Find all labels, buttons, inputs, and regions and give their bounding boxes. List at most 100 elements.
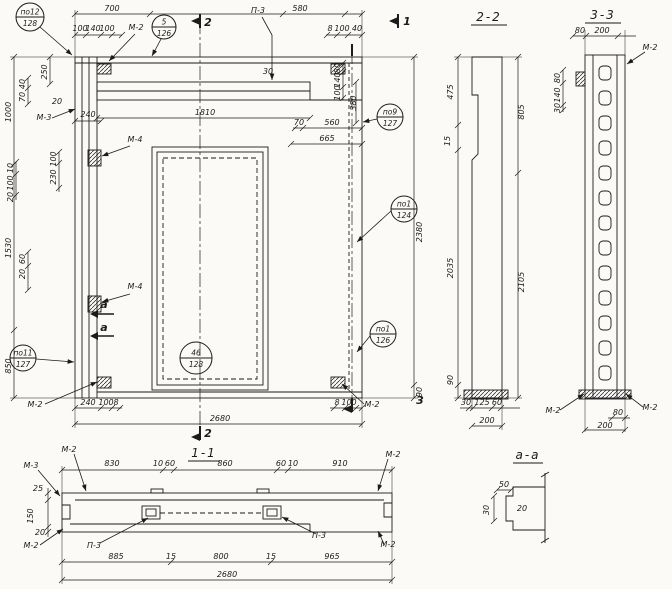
dim-label-main_view: 240 xyxy=(80,110,95,119)
section-3-3-view xyxy=(559,30,646,434)
dim-label-section_2_2: 475 xyxy=(446,84,455,99)
hollow-core xyxy=(598,365,612,381)
dim-label-section_1_1: 885 xyxy=(108,552,123,561)
dim-label-main_view: 80 xyxy=(333,63,342,73)
section-1-1-view xyxy=(37,453,396,584)
hollow-core xyxy=(598,190,612,206)
dim-label-section_3_3: M-2 xyxy=(546,406,561,415)
dim-label-main_view: 100 xyxy=(333,85,342,100)
dim-label-main_view: 1810 xyxy=(195,108,215,117)
dim-label-detail_a_a: 30 xyxy=(482,505,491,515)
dim-label-main_view: 240 xyxy=(80,398,95,407)
anchor-plate-m2-bottom-left xyxy=(96,376,112,389)
dim-label-main_view: 850 xyxy=(4,358,13,373)
dim-label-main_view: 1530 xyxy=(4,238,13,258)
section-mark-main_view: 2 xyxy=(204,16,212,29)
dim-label-section_1_1: 910 xyxy=(332,459,347,468)
dim-label-section_2_2: 90 xyxy=(446,375,455,385)
anchor-plate-m2-top-right xyxy=(330,63,346,75)
hollow-core xyxy=(598,65,612,81)
dim-label-section_1_1: 60 xyxy=(276,459,286,468)
dimension-lines-main xyxy=(10,10,418,428)
dim-label-main_view: 100 xyxy=(49,151,58,166)
dim-label-section_3_3: 200 xyxy=(597,421,612,430)
view-title-detail_a_a: a-a xyxy=(515,448,540,462)
view-title-section_2_2: 2-2 xyxy=(476,10,502,24)
dim-label-section_1_1: 10 xyxy=(288,459,298,468)
callout-bottom-text: 126 xyxy=(376,336,391,345)
lintel-beam xyxy=(96,81,362,101)
section-cut-lines xyxy=(90,14,399,441)
dim-label-section_1_1: 830 xyxy=(104,459,119,468)
dim-label-main_view: 230 xyxy=(49,169,58,184)
callout-bottom-text: 127 xyxy=(383,119,398,128)
dim-label-section_2_2: 2035 xyxy=(446,258,455,278)
anchor-plate-3-3 xyxy=(575,71,586,87)
hollow-core xyxy=(598,240,612,256)
callout-bottom-text: 128 xyxy=(189,360,204,369)
dim-label-main_view: 100 xyxy=(98,398,113,407)
dim-label-section_1_1: 10 xyxy=(153,459,163,468)
section-2-2-profile xyxy=(471,56,503,399)
dim-label-section_1_1: M-2 xyxy=(24,541,39,550)
dim-label-section_1_1: 60 xyxy=(165,459,175,468)
anchor-plate-m4-upper xyxy=(87,149,102,167)
dim-label-section_1_1: 800 xyxy=(213,552,228,561)
dim-label-main_view: 20 xyxy=(52,97,62,106)
leader-lines-1-1 xyxy=(37,453,389,546)
dim-label-section_2_2: 15 xyxy=(443,136,452,146)
hollow-core xyxy=(598,140,612,156)
dim-label-main_view: 70 xyxy=(18,92,27,102)
dim-label-main_view: M-4 xyxy=(128,135,143,144)
dim-label-section_2_2: 2105 xyxy=(517,272,526,292)
callout-top-text: по12 xyxy=(20,8,39,17)
dim-label-main_view: M-2 xyxy=(365,400,380,409)
section-2-2-bearing xyxy=(463,389,509,400)
dimension-lines-a-a xyxy=(490,486,515,525)
panel-edge-rib xyxy=(75,57,362,398)
dim-label-main_view: 40 xyxy=(18,79,27,89)
dim-label-section_3_3: 80 xyxy=(575,26,585,35)
section-3-3-profile xyxy=(584,54,626,399)
hollow-core xyxy=(598,315,612,331)
dim-label-section_1_1: 965 xyxy=(324,552,339,561)
dim-label-section_3_3: M-2 xyxy=(643,403,658,412)
dim-label-main_view: 250 xyxy=(40,64,49,79)
section-mark-main_view: 3 xyxy=(416,394,424,407)
section-1-1-profile xyxy=(61,492,393,533)
dim-label-main_view: П-3 xyxy=(251,6,265,15)
dim-label-section_1_1: П-3 xyxy=(312,531,326,540)
dim-label-section_2_2: 30 xyxy=(461,398,471,407)
dim-label-main_view: 20 xyxy=(18,269,27,279)
callout-top-text: 46 xyxy=(191,349,201,358)
dim-label-section_2_2: 60 xyxy=(492,398,502,407)
dim-label-section_1_1: M-3 xyxy=(24,461,39,470)
callout-top-text: по11 xyxy=(13,349,32,358)
dim-label-section_1_1: M-2 xyxy=(381,540,396,549)
anchor-plate-m2-top-left xyxy=(96,63,112,75)
dim-label-detail_a_a: 50 xyxy=(499,480,509,489)
dim-label-main_view: M-4 xyxy=(128,282,143,291)
anchor-plate-m4-lower xyxy=(87,295,102,313)
groove-profile xyxy=(505,486,545,531)
section-1-1-details xyxy=(62,499,392,532)
dim-label-main_view: 30 xyxy=(263,67,273,76)
dim-label-main_view: 1000 xyxy=(4,102,13,122)
window-opening xyxy=(151,146,269,391)
detail-a-a-view xyxy=(490,471,550,544)
leader-lines-3-3 xyxy=(559,51,646,411)
dim-label-detail_a_a: 20 xyxy=(517,504,527,513)
drawing-linework xyxy=(10,10,646,584)
dim-label-main_view: 100 xyxy=(99,24,114,33)
hollow-core xyxy=(598,115,612,131)
dim-label-section_1_1: 20 xyxy=(35,528,45,537)
dim-label-main_view: 100 xyxy=(6,175,15,190)
dim-label-section_1_1: 25 xyxy=(33,484,43,493)
dim-label-main_view: M-3 xyxy=(37,113,52,122)
dimension-lines-2-2 xyxy=(454,53,522,430)
